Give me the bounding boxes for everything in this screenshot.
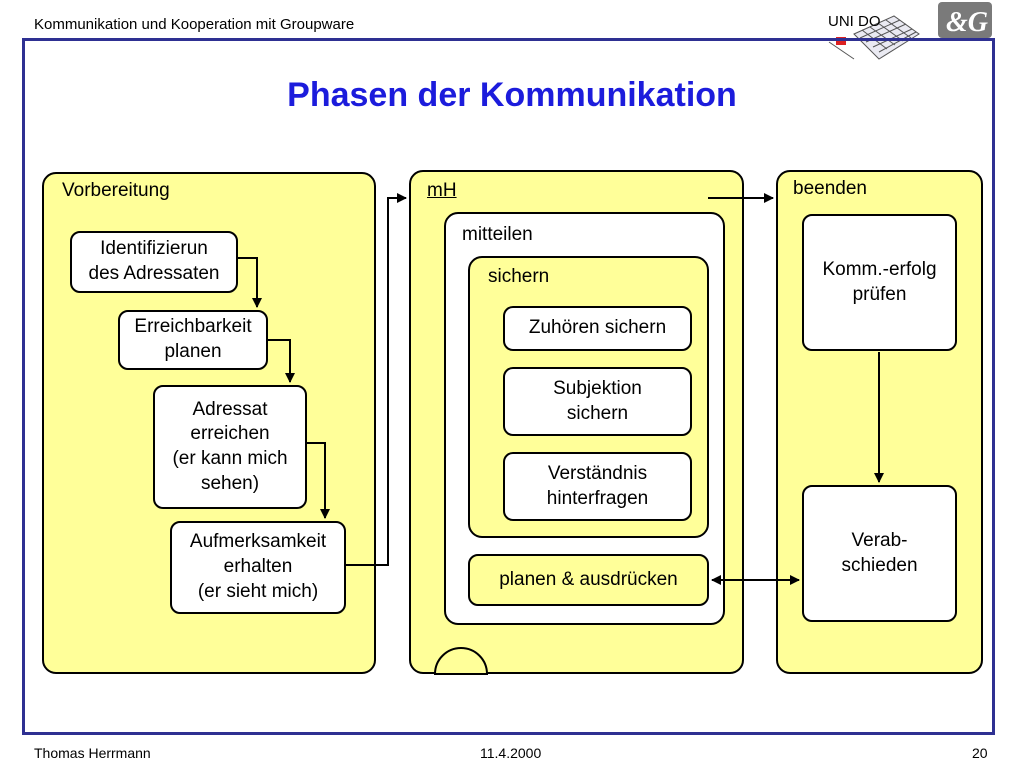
step-adressat-erreichen: Adressat erreichen (er kann mich sehen) bbox=[153, 385, 307, 509]
sichern-label: sichern bbox=[488, 266, 550, 287]
step-komm-erfolg: Komm.-erfolg prüfen bbox=[802, 214, 957, 351]
uni-do-logo: UNI DO bbox=[828, 13, 920, 60]
item-zuhoeren: Zuhören sichern bbox=[503, 306, 692, 351]
footer-author: Thomas Herrmann bbox=[34, 745, 151, 761]
step-erreichbarkeit: Erreichbarkeit planen bbox=[118, 310, 268, 370]
step-identifizierung: Identifizierun des Adressaten bbox=[70, 231, 238, 293]
vorbereitung-label: Vorbereitung bbox=[62, 180, 170, 201]
mh-label: mH bbox=[427, 180, 457, 201]
mitteilen-label: mitteilen bbox=[462, 224, 533, 245]
footer-date: 11.4.2000 bbox=[480, 745, 542, 761]
item-verstaendnis: Verständnis hinterfragen bbox=[503, 452, 692, 521]
footer-page-number: 20 bbox=[972, 745, 988, 761]
ig-logo-text: &G bbox=[946, 7, 988, 38]
item-subjektion: Subjektion sichern bbox=[503, 367, 692, 436]
slide-title: Phasen der Kommunikation bbox=[287, 76, 737, 114]
step-aufmerksamkeit: Aufmerksamkeit erhalten (er sieht mich) bbox=[170, 521, 346, 614]
uni-do-logo-text: UNI DO bbox=[828, 13, 881, 30]
beenden-label: beenden bbox=[793, 178, 867, 199]
planen-ausdruecken-box: planen & ausdrücken bbox=[468, 554, 709, 606]
header-text: Kommunikation und Kooperation mit Groupw… bbox=[34, 16, 355, 33]
slide-frame bbox=[22, 38, 995, 735]
step-verabschieden: Verab- schieden bbox=[802, 485, 957, 622]
ig-logo: &G bbox=[938, 2, 992, 38]
